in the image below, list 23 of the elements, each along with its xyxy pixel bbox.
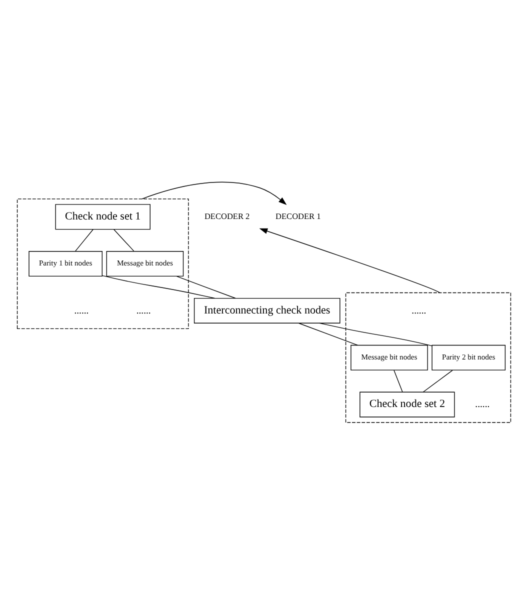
connector [74,229,93,252]
connector [101,275,215,299]
node-box: Check node set 1 [54,204,150,230]
label: ...... [474,399,490,410]
connector [422,370,452,392]
connector [298,322,358,346]
node-box: Message bit nodes [106,251,184,277]
node-box: Check node set 2 [359,392,454,418]
arrow [141,182,286,205]
connector [113,229,134,252]
node-box: Message bit nodes [350,344,428,370]
node-box: Parity 1 bit nodes [28,251,102,277]
label: ...... [136,305,150,316]
label: ...... [411,305,426,316]
connector [318,322,432,346]
cluster [344,292,511,423]
label: ...... [74,305,88,316]
connector [393,370,402,392]
connector [176,276,236,299]
arrow [258,228,440,294]
node-box: Interconnecting check nodes [193,298,340,324]
cluster [16,198,188,329]
node-box: Parity 2 bit nodes [431,344,506,370]
